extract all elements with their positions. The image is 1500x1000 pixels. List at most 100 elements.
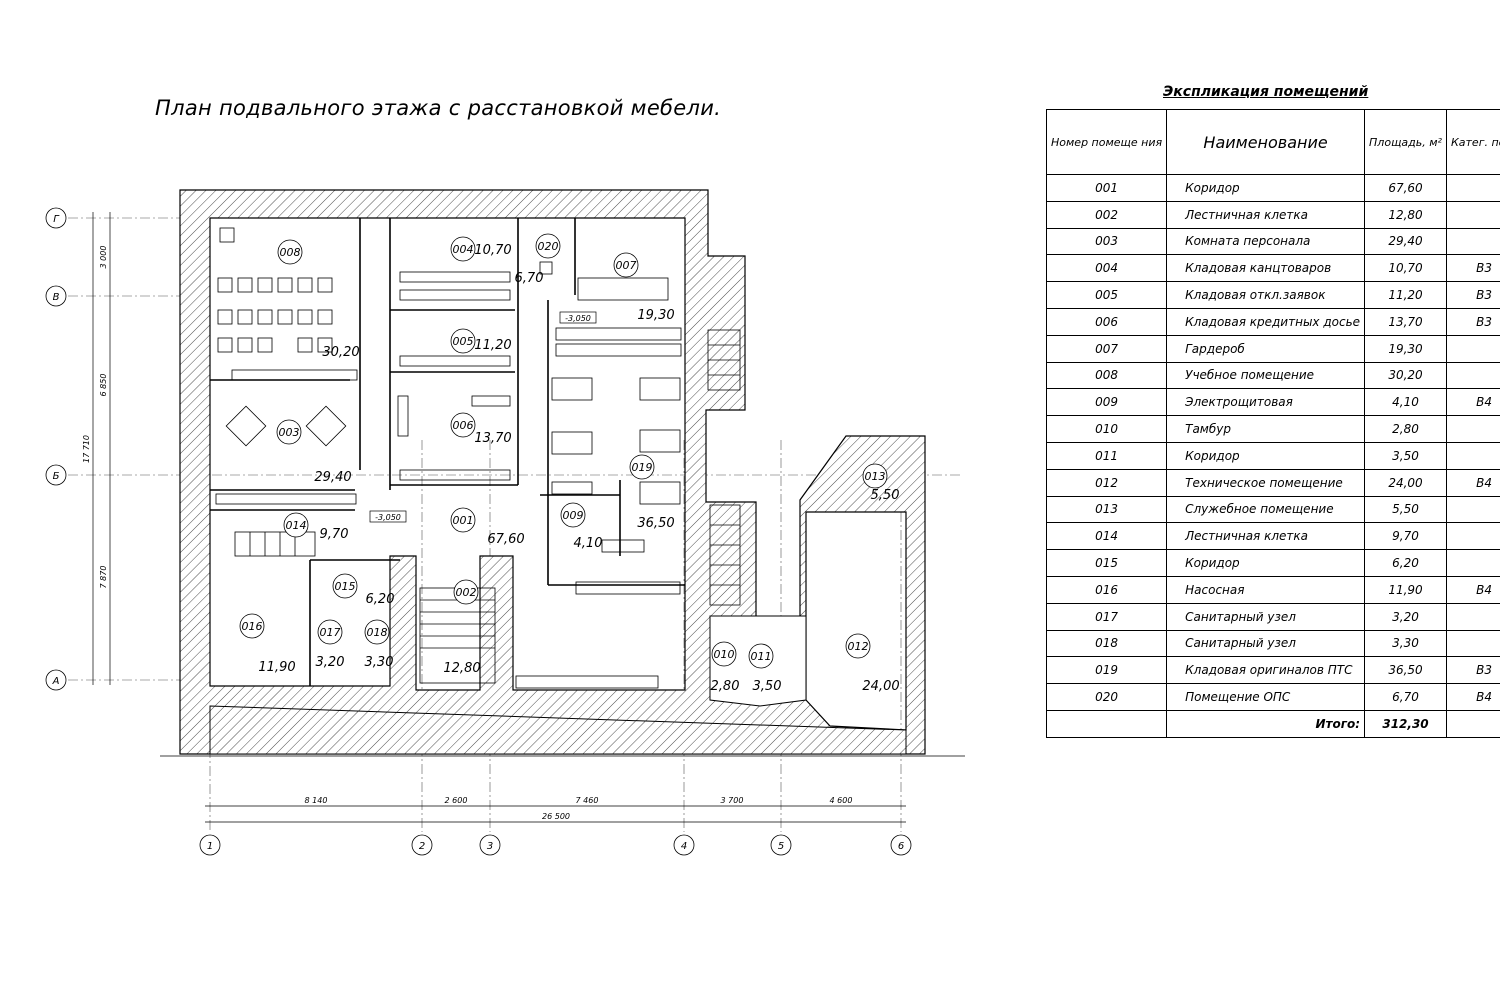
- room-number-cell: 002: [1045, 200, 1168, 229]
- row-axis-marker-circle: [45, 207, 67, 229]
- room-category-cell: [1445, 200, 1500, 229]
- room-category-cell: [1445, 441, 1500, 470]
- room-number-circle: [613, 252, 639, 278]
- room-number-circle: [450, 328, 476, 354]
- room-category-cell: [1445, 227, 1500, 256]
- room-area: 30,20: [322, 345, 359, 360]
- room-area-cell: 30,20: [1364, 361, 1447, 390]
- room-number-circle: [711, 641, 737, 667]
- room-area: 6,20: [366, 592, 395, 607]
- room-number: 019: [632, 461, 653, 474]
- room-name-cell: Насосная: [1166, 575, 1366, 604]
- room-area: 36,50: [637, 516, 674, 531]
- explication-title: Экспликация помещений: [1163, 84, 1369, 100]
- row-axis-marker: А: [52, 676, 60, 687]
- room-category-cell: В3: [1445, 307, 1500, 336]
- room-name-cell: Коридор: [1166, 441, 1366, 470]
- room-area-cell: 3,20: [1364, 602, 1447, 631]
- room-category-cell: [1445, 522, 1500, 551]
- room-number-cell: 009: [1045, 388, 1168, 417]
- room-name-cell: Электрощитовая: [1166, 388, 1366, 417]
- level-marks: -3,050 -3,050: [369, 311, 597, 523]
- row-axis-marker: Г: [53, 214, 60, 225]
- room-area-cell: 11,20: [1364, 281, 1447, 309]
- room-name-cell: Тамбур: [1166, 415, 1366, 443]
- room-number-circle: [277, 239, 303, 265]
- room-number: 008: [280, 246, 301, 259]
- column-axis-marker: 6: [898, 841, 904, 852]
- room-area: 24,00: [862, 679, 899, 694]
- explication-table: Номер помеще ния Наименование Площадь, м…: [1045, 109, 1500, 738]
- room-number-circle: [845, 633, 871, 659]
- column-dimension: 2 600: [445, 796, 468, 805]
- row-axis-marker-circle: [45, 669, 67, 691]
- room-number-cell: 007: [1045, 334, 1168, 363]
- room-name-cell: Санитарный узел: [1166, 602, 1366, 631]
- room-area-cell: 9,70: [1364, 522, 1447, 551]
- room-category-cell: [1445, 334, 1500, 363]
- column-axis-marker: 3: [487, 841, 493, 852]
- room-name-cell: Санитарный узел: [1166, 629, 1366, 658]
- room-category-cell: [1445, 602, 1500, 631]
- room-area: 67,60: [487, 532, 524, 547]
- room-number-circle: [332, 573, 358, 599]
- room-number: 018: [367, 626, 388, 639]
- room-area: 11,90: [258, 660, 295, 675]
- column-dimension: 8 140: [305, 796, 328, 805]
- column-axis-marker-circle: [479, 834, 501, 856]
- room-number-circle: [862, 463, 888, 489]
- room-category-cell: В4: [1445, 683, 1500, 711]
- room-area-cell: 4,10: [1364, 388, 1447, 417]
- room-number: 004: [453, 243, 474, 256]
- room-category-cell: В3: [1445, 656, 1500, 685]
- room-name-cell: Техническое помещение: [1166, 468, 1366, 497]
- room-number-cell: 013: [1045, 495, 1168, 524]
- room-name-cell: Комната персонала: [1166, 227, 1366, 256]
- level-mark: -3,050: [565, 314, 591, 323]
- stairs: [234, 329, 741, 684]
- column-axis-marker-circle: [770, 834, 792, 856]
- room-number: 015: [335, 580, 356, 593]
- room-area: 9,70: [320, 527, 349, 542]
- explication-header: Номер помеще ния Наименование Площадь, м…: [1045, 109, 1500, 175]
- room-number: 014: [286, 519, 307, 532]
- room-number: 005: [453, 335, 474, 348]
- room-number-cell: 004: [1045, 254, 1168, 283]
- room-category-cell: [1445, 415, 1500, 443]
- room-area-cell: 29,40: [1364, 227, 1447, 256]
- room-name-cell: Лестничная клетка: [1166, 200, 1366, 229]
- room-area: 12,80: [443, 661, 480, 676]
- row-axis-marker-circle: [45, 285, 67, 307]
- room-category-cell: В3: [1445, 254, 1500, 283]
- header-cat: Катег. пом.: [1445, 109, 1500, 175]
- room-number: 003: [279, 426, 300, 439]
- column-axis-marker-circle: [411, 834, 433, 856]
- room-area-cell: 13,70: [1364, 307, 1447, 336]
- room-number: 010: [714, 648, 735, 661]
- row-axis-marker: Б: [53, 471, 60, 482]
- room-number: 007: [616, 259, 637, 272]
- column-dimension: 7 460: [576, 796, 599, 805]
- outer-walls: [179, 189, 926, 755]
- room-number-circle: [283, 512, 309, 538]
- room-category-cell: [1445, 174, 1500, 202]
- column-axis-marker: 4: [681, 841, 687, 852]
- room-area: 3,30: [365, 655, 394, 670]
- room-category-cell: В4: [1445, 468, 1500, 497]
- room-number-circle: [748, 643, 774, 669]
- row-axis-marker-circle: [45, 464, 67, 486]
- row-dimension: 7 870: [99, 566, 108, 589]
- total-empty-cell: [1045, 709, 1168, 738]
- room-number-cell: 015: [1045, 549, 1168, 577]
